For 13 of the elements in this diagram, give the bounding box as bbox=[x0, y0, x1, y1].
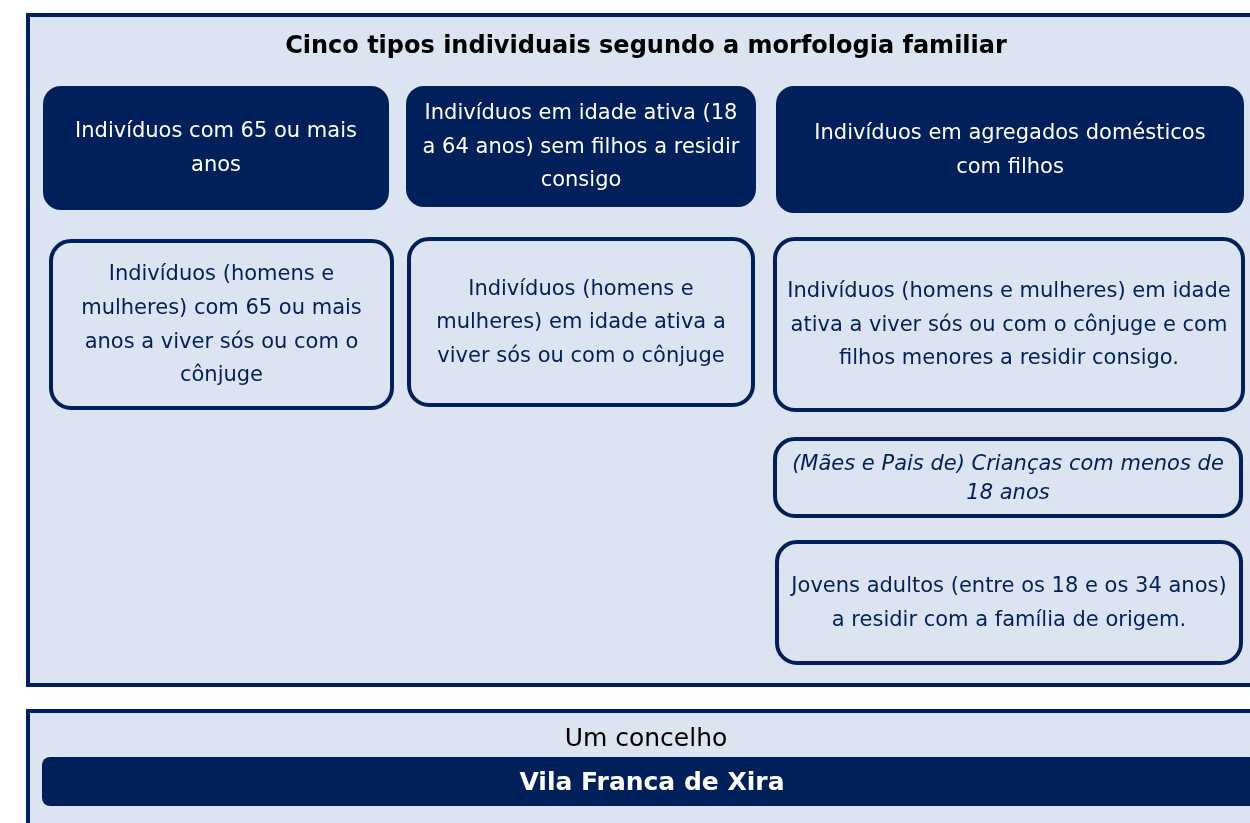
category-box: Indivíduos em agregados domésticos com filhos bbox=[776, 86, 1244, 213]
municipality-banner: Vila Franca de Xira bbox=[42, 757, 1250, 806]
panel-heading: Um concelho bbox=[563, 723, 729, 752]
grouping-panel bbox=[26, 13, 1250, 687]
panel-heading: Cinco tipos individuais segundo a morfologia familiar bbox=[284, 31, 1008, 59]
description-box: Indivíduos (homens e mulheres) com 65 ou mais anos a viver sós ou com o cônjuge bbox=[49, 239, 394, 410]
description-box: Indivíduos (homens e mulheres) em idade ativa a viver sós ou com o cônjuge bbox=[407, 237, 755, 407]
description-box: (Mães e Pais de) Crianças com menos de 18 anos bbox=[773, 437, 1243, 518]
description-box: Indivíduos (homens e mulheres) em idade ativa a viver sós ou com o cônjuge e com filhos menores a residir consigo. bbox=[773, 237, 1245, 412]
municipality-panel bbox=[26, 709, 1250, 823]
category-box: Indivíduos em idade ativa (18 a 64 anos) sem filhos a residir consigo bbox=[406, 86, 756, 207]
category-box: Indivíduos com 65 ou mais anos bbox=[43, 86, 389, 210]
description-box: Jovens adultos (entre os 18 e os 34 anos) a residir com a família de origem. bbox=[775, 540, 1243, 665]
